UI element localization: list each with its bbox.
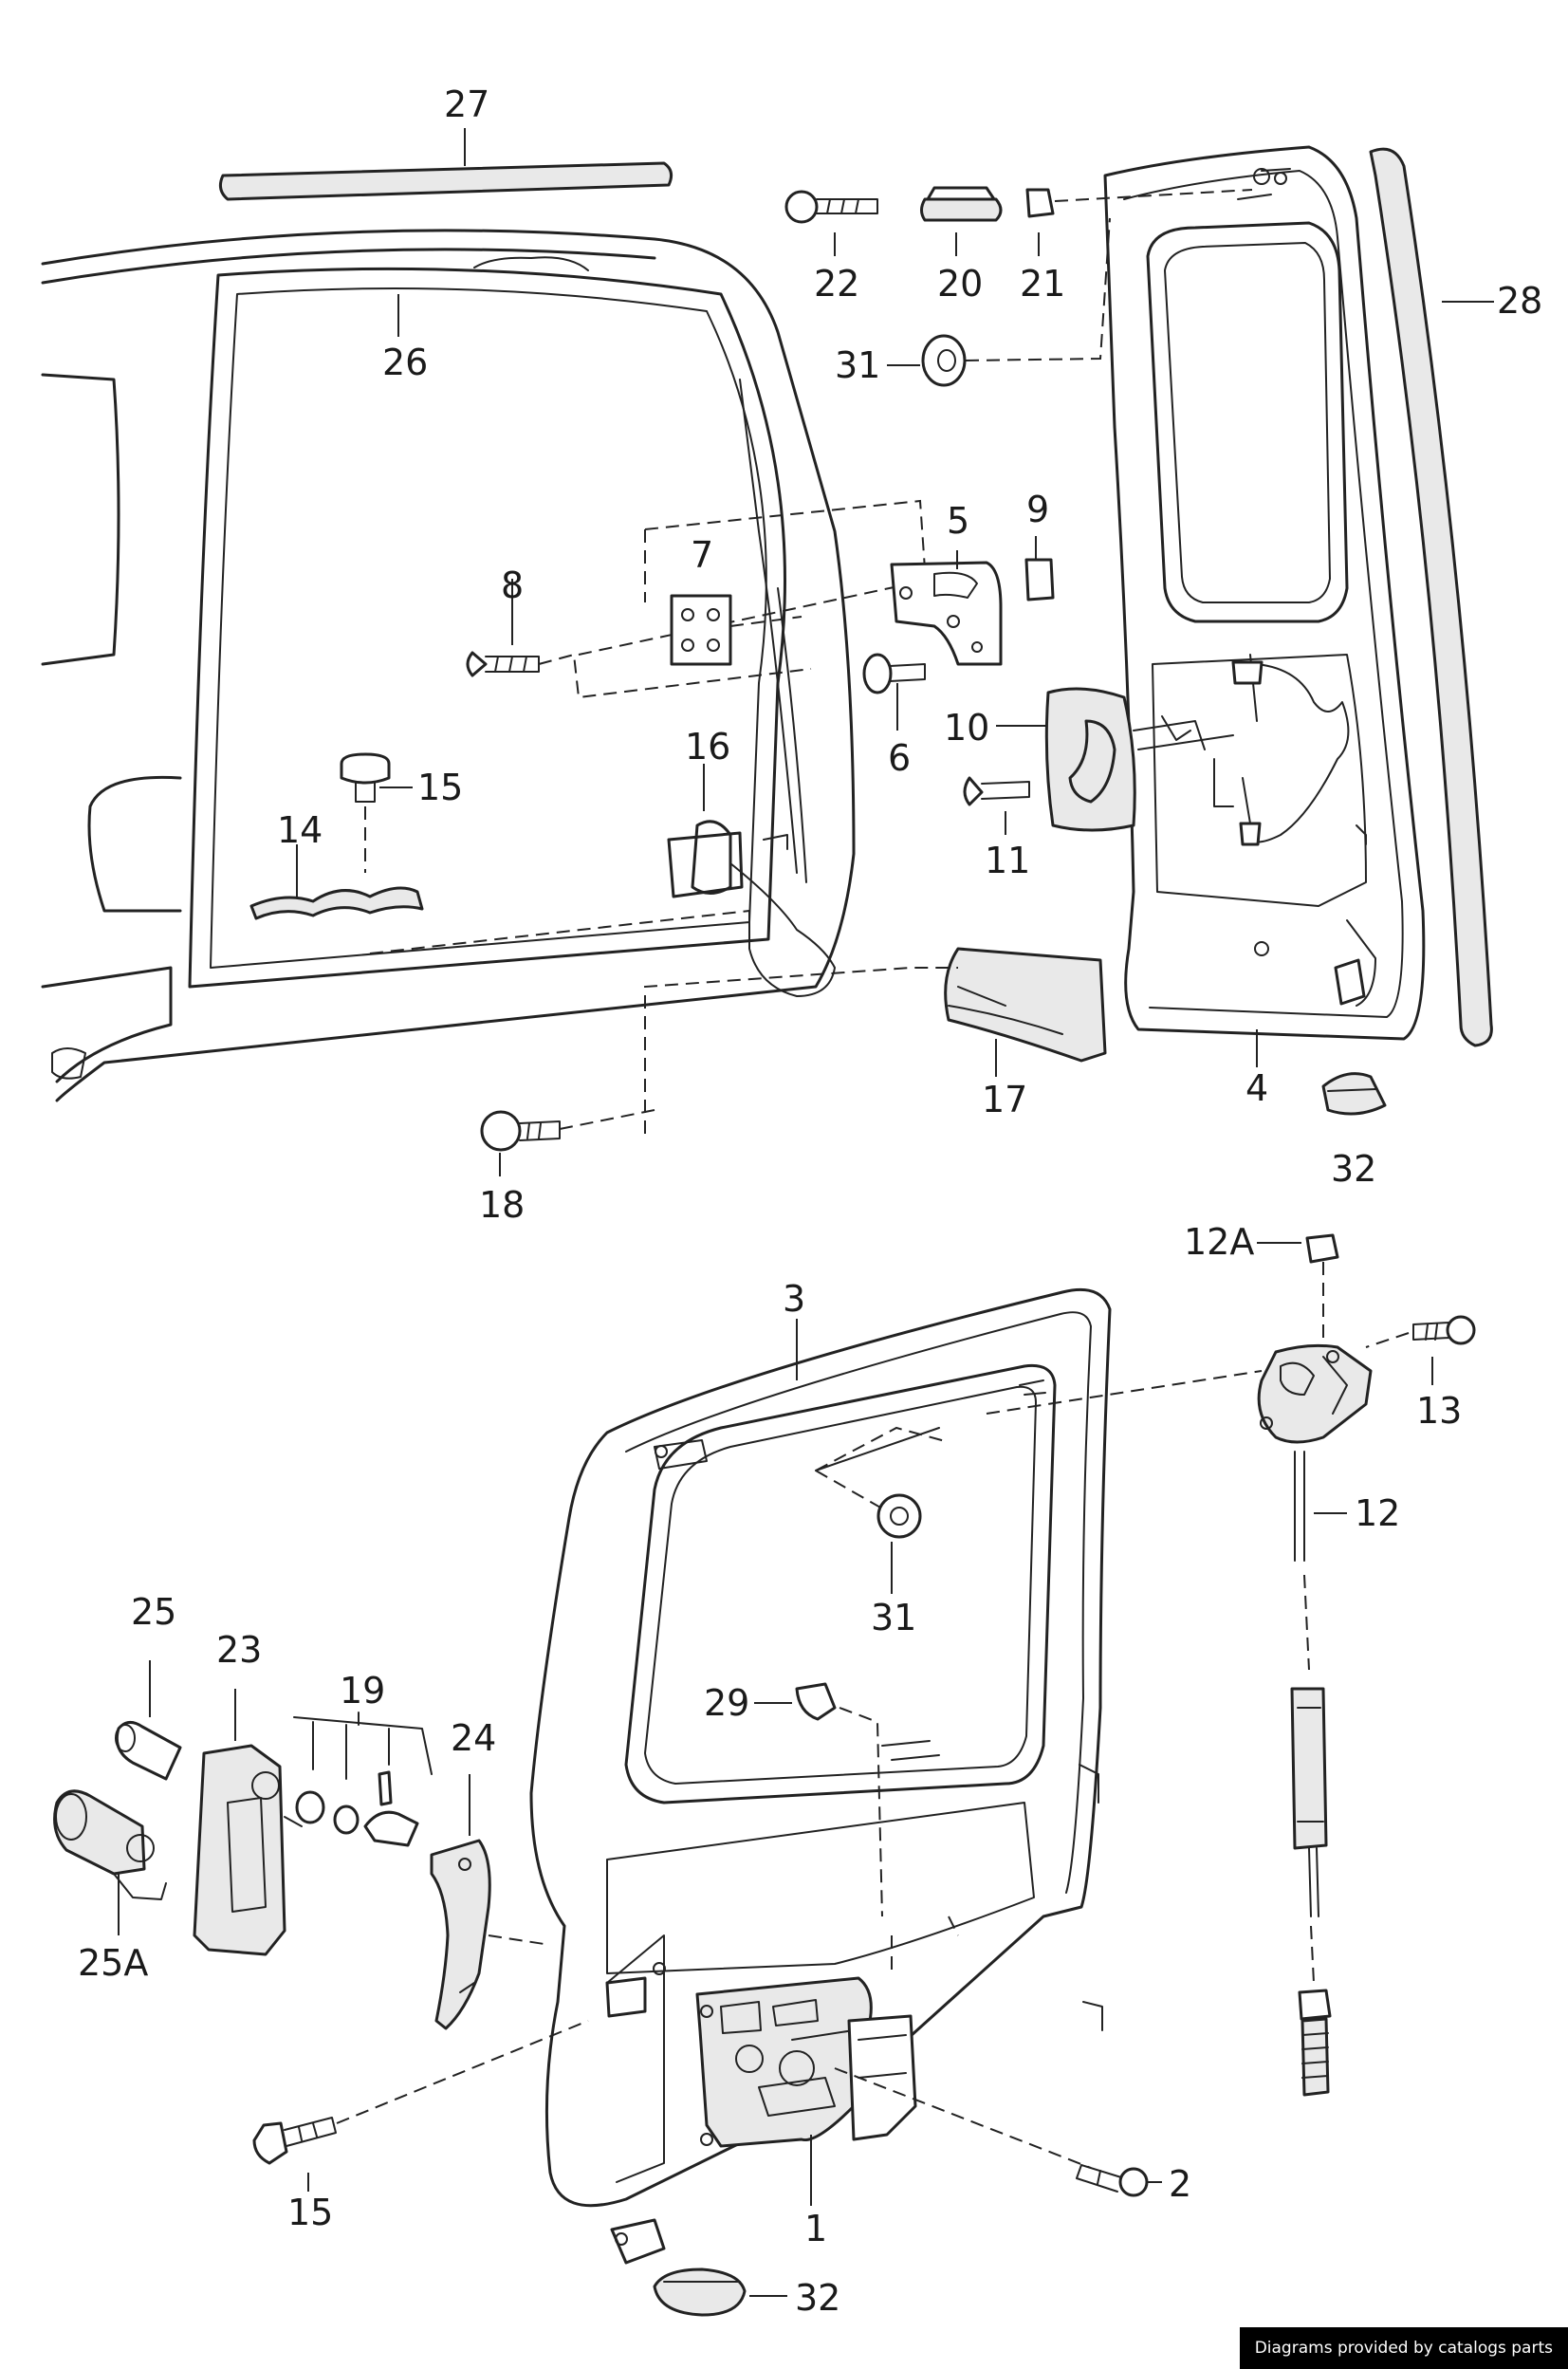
callout-labels: 27 22 20 21 28 26 31 5 9 7 8 6 10 15 16 …: [78, 83, 1542, 2319]
bolt-15-lower: [252, 2020, 589, 2192]
vehicle-rear-body: [41, 229, 856, 1102]
clip-21: [1025, 188, 1253, 256]
callout-25a: 25A: [78, 1942, 148, 1984]
callout-15-lower: 15: [287, 2192, 333, 2233]
trim-panel-17: [644, 947, 1107, 1134]
callout-9: 9: [1026, 489, 1049, 530]
callout-31-upper: 31: [835, 344, 880, 386]
callout-32-upper: 32: [1331, 1148, 1376, 1190]
callout-14: 14: [277, 809, 323, 851]
hinge-assembly: [466, 499, 1055, 731]
callout-32-lower: 32: [795, 2277, 840, 2319]
emblem-14: [249, 844, 424, 920]
clip-29: [754, 1682, 883, 1917]
callout-17: 17: [982, 1079, 1027, 1120]
grommet-31-lower: [876, 1493, 922, 1594]
bolt-15-upper: [340, 752, 413, 873]
callout-23: 23: [216, 1629, 262, 1671]
callout-25: 25: [131, 1591, 176, 1633]
callout-21: 21: [1020, 263, 1065, 305]
callout-22: 22: [814, 263, 859, 305]
callout-10: 10: [944, 707, 989, 749]
callout-5: 5: [947, 500, 969, 542]
lock-parts-19: [293, 1712, 433, 1847]
callout-31-lower: 31: [871, 1597, 916, 1638]
callout-29: 29: [704, 1682, 749, 1724]
callout-11: 11: [985, 840, 1030, 881]
handle-trim-24: [430, 1774, 551, 2030]
bump-stop-32-lower: [653, 2267, 787, 2317]
callout-16: 16: [685, 726, 730, 768]
tailgate-handle: [963, 687, 1234, 835]
screw-22: [784, 190, 878, 256]
strut-bracket-16: [667, 764, 836, 997]
callout-12: 12: [1355, 1492, 1400, 1534]
callout-7: 7: [691, 534, 713, 576]
tailgate-side-seal: [1369, 147, 1494, 1047]
callout-4: 4: [1245, 1067, 1268, 1109]
upper-guides: [815, 1370, 1263, 1509]
screw-2: [1076, 2164, 1162, 2197]
callout-24: 24: [451, 1717, 496, 1759]
callout-8: 8: [501, 564, 524, 606]
callout-13: 13: [1416, 1390, 1462, 1432]
lock-mechanism-1: [695, 1976, 1092, 2206]
callout-1: 1: [804, 2208, 827, 2249]
callout-2: 2: [1169, 2163, 1191, 2205]
cap-20: [920, 186, 1003, 256]
grommet-31-upper: [887, 217, 1111, 387]
lock-rod-assembly: [1257, 1233, 1476, 2097]
callout-3: 3: [783, 1278, 805, 1320]
callout-18: 18: [479, 1184, 525, 1226]
callout-12a: 12A: [1184, 1221, 1254, 1263]
tailgate-panel: [1103, 145, 1426, 1041]
lock-housing-23: [193, 1689, 303, 1956]
callout-6: 6: [888, 737, 911, 779]
callout-27: 27: [444, 83, 489, 125]
roof-spoiler-strip: [218, 128, 673, 201]
lock-cylinder-25: [115, 1660, 182, 1781]
credit-banner: Diagrams provided by catalogs parts: [1239, 2327, 1568, 2369]
callout-15-upper: 15: [417, 767, 463, 808]
bump-stop-32-upper: [1321, 1072, 1387, 1116]
bolt-18: [480, 1109, 655, 1176]
callout-26: 26: [382, 342, 428, 383]
lock-cylinder-25a: [53, 1789, 167, 1935]
callout-28: 28: [1497, 280, 1542, 322]
callout-20: 20: [937, 263, 983, 305]
callout-19: 19: [340, 1670, 385, 1712]
